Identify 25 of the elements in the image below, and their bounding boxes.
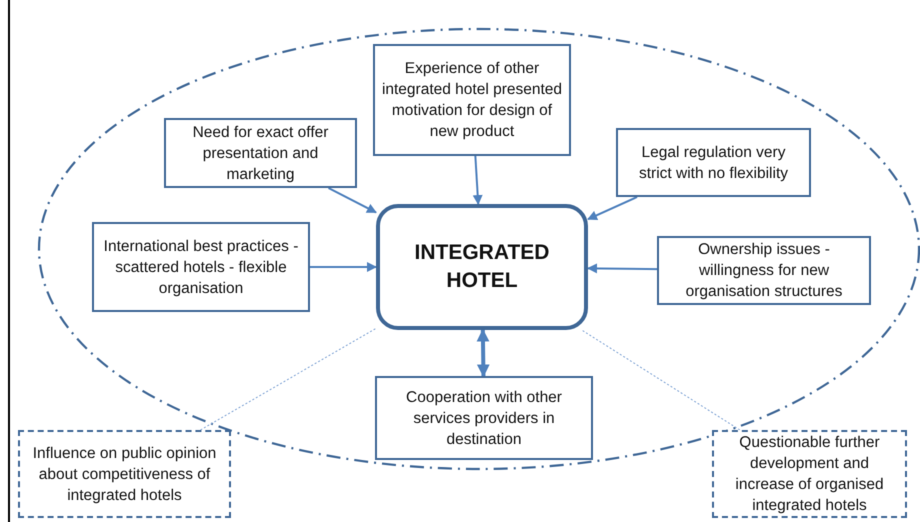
dotted-line — [581, 330, 740, 430]
central-box — [376, 204, 588, 330]
arrow — [472, 156, 483, 205]
arrow — [310, 262, 377, 272]
arrow — [328, 187, 377, 214]
note-box — [712, 430, 907, 518]
arrow — [476, 328, 490, 378]
node-text: Legal regulation very strict with no flexibility — [638, 142, 789, 184]
note-box — [18, 430, 231, 518]
arrow — [587, 263, 658, 274]
factor-box — [373, 44, 571, 156]
node-text: Cooperation with other services providers in destination — [405, 388, 563, 450]
node-text: International best practices - scattered hotels - flexible organisation — [102, 236, 300, 298]
arrow — [587, 196, 638, 220]
factor-box — [375, 376, 593, 460]
node-text: Experience of other integrated hotel presented motivation for design of new product — [381, 59, 563, 142]
factor-box — [657, 236, 871, 305]
node-text: INTEGRATED HOTEL — [414, 240, 550, 294]
node-text: Influence on public opinion about competitiveness of integrated hotels — [32, 444, 218, 506]
factor-box — [616, 128, 811, 197]
node-text: Questionable further development and increase of organised integrated hotels — [734, 433, 885, 516]
node-text: Ownership issues - willingness for new organisation structures — [684, 240, 844, 302]
factor-box — [164, 118, 357, 188]
factor-box — [92, 222, 310, 312]
node-text: Need for exact offer presentation and marketing — [192, 122, 330, 184]
